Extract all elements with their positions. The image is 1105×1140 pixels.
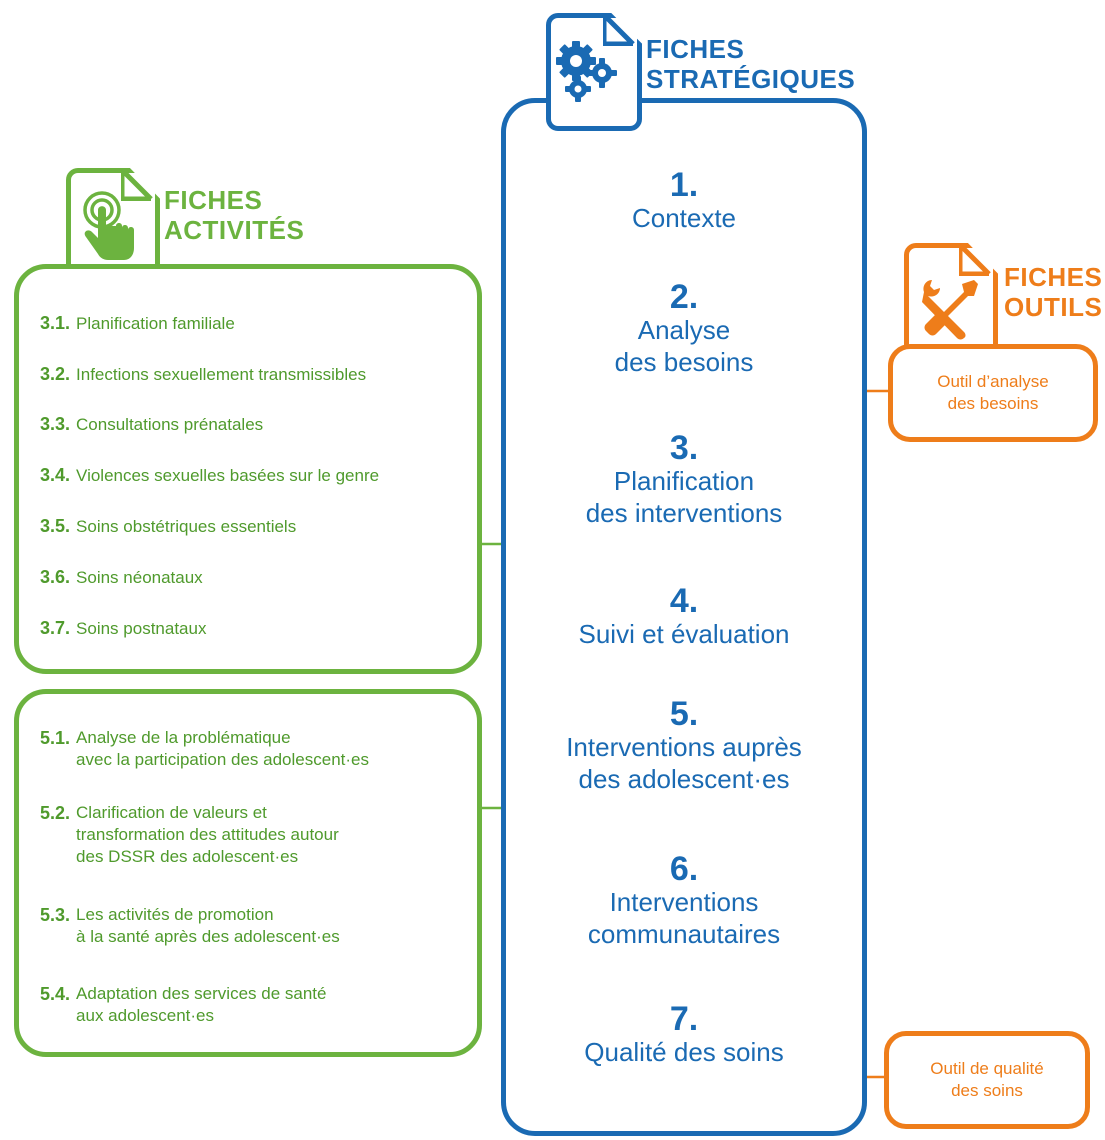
step-number: 6. xyxy=(669,850,699,888)
activity-label-line: Adaptation des services de santé xyxy=(76,984,327,1003)
activity-label: Soins néonataux xyxy=(76,568,203,587)
activity-label: Infections sexuellement transmissibles xyxy=(76,365,367,384)
strategic-step-7[interactable]: 7. Qualité des soins xyxy=(506,1002,862,1068)
activity-item-5-4[interactable]: 5.4. Adaptation des services de santé aux … xyxy=(40,983,326,1027)
activity-label: Clarification de valeurs et transformatio… xyxy=(76,802,339,868)
activity-item-3-3[interactable]: 3.3. Consultations prénatales xyxy=(40,413,263,436)
activity-number: 3.4. xyxy=(40,465,71,485)
strategic-step-5[interactable]: 5. Interventions auprès des adolescent·e… xyxy=(506,697,862,795)
step-number: 7. xyxy=(669,1000,699,1038)
tool-label-line: des besoins xyxy=(947,394,1039,413)
tools-title-line2: OUTILS xyxy=(1004,292,1103,322)
activity-label-line: Analyse de la problématique xyxy=(76,728,291,747)
activity-number: 5.4. xyxy=(40,984,71,1004)
step-label: Analyse des besoins xyxy=(506,314,862,378)
activity-item-3-7[interactable]: 3.7. Soins postnataux xyxy=(40,617,206,640)
activity-number: 3.1. xyxy=(40,313,71,333)
step-label-line: Qualité des soins xyxy=(584,1037,784,1067)
gears-icon xyxy=(556,41,617,102)
activity-label-line: Clarification de valeurs et xyxy=(76,803,267,822)
activity-number: 5.3. xyxy=(40,905,71,925)
activities-title: FICHES ACTIVITÉS xyxy=(164,185,304,245)
strategic-title-line1: FICHES xyxy=(646,34,745,64)
activity-item-3-6[interactable]: 3.6. Soins néonataux xyxy=(40,566,203,589)
activity-item-3-2[interactable]: 3.2. Infections sexuellement transmissibl… xyxy=(40,363,366,386)
tool-label-line: des soins xyxy=(951,1081,1023,1100)
activity-label-line: avec la participation des adolescent·es xyxy=(76,750,369,769)
activity-label-line: transformation des attitudes autour xyxy=(76,825,339,844)
activity-number: 3.3. xyxy=(40,414,71,434)
tool-label-line: Outil de qualité xyxy=(930,1059,1044,1078)
step-label: Suivi et évaluation xyxy=(506,618,862,650)
step-number: 1. xyxy=(669,166,699,204)
strategic-step-6[interactable]: 6. Interventions communautaires xyxy=(506,852,862,950)
step-label-line: Interventions auprès xyxy=(566,732,802,762)
wrench-screwdriver-icon xyxy=(922,280,978,340)
activity-item-5-3[interactable]: 5.3. Les activités de promotion à la santé… xyxy=(40,904,340,948)
step-label-line: Planification xyxy=(613,466,755,496)
activity-label: Adaptation des services de santé aux adol… xyxy=(76,983,326,1027)
activity-number: 3.2. xyxy=(40,364,71,384)
activity-label-line: Les activités de promotion xyxy=(76,905,274,924)
activity-number: 3.5. xyxy=(40,516,71,536)
step-label: Interventions communautaires xyxy=(506,886,862,950)
strategic-step-1[interactable]: 1. Contexte xyxy=(506,168,862,234)
step-label: Contexte xyxy=(506,202,862,234)
step-label-line: Analyse xyxy=(637,315,731,345)
step-number: 3. xyxy=(669,429,699,467)
step-label-line: Interventions xyxy=(609,887,759,917)
step-label-line: des interventions xyxy=(585,498,783,528)
step-label-line: Suivi et évaluation xyxy=(578,619,790,649)
activities-title-line2: ACTIVITÉS xyxy=(164,215,305,245)
activities-document-fold-icon xyxy=(121,169,153,201)
activity-number: 3.7. xyxy=(40,618,71,638)
step-label: Planification des interventions xyxy=(506,465,862,529)
activity-label-line: à la santé après des adolescent·es xyxy=(76,927,340,946)
activity-label: Les activités de promotion à la santé apr… xyxy=(76,904,340,948)
activity-number: 3.6. xyxy=(40,567,71,587)
step-number: 4. xyxy=(669,582,699,620)
activity-label: Analyse de la problématique avec la parti… xyxy=(76,727,369,771)
strategic-title: FICHES STRATÉGIQUES xyxy=(646,34,855,94)
step-label: Qualité des soins xyxy=(506,1036,862,1068)
strategic-step-4[interactable]: 4. Suivi et évaluation xyxy=(506,584,862,650)
strategic-step-2[interactable]: 2. Analyse des besoins xyxy=(506,280,862,378)
activity-label: Violences sexuelles basées sur le genre xyxy=(76,466,380,485)
step-number: 2. xyxy=(669,278,699,316)
tools-document-fold-icon xyxy=(959,244,991,276)
activity-number: 5.2. xyxy=(40,803,71,823)
activity-label: Soins obstétriques essentiels xyxy=(76,517,297,536)
step-label-line: des adolescent·es xyxy=(578,764,790,794)
strategic-document-fold-icon xyxy=(603,14,635,46)
step-label-line: des besoins xyxy=(614,347,754,377)
tool-label-line: Outil d’analyse xyxy=(937,372,1049,391)
activity-label: Consultations prénatales xyxy=(76,415,264,434)
strategic-step-3[interactable]: 3. Planification des interventions xyxy=(506,431,862,529)
step-label-line: communautaires xyxy=(587,919,781,949)
tool-needs-analysis-box[interactable]: Outil d’analyse des besoins xyxy=(888,344,1098,442)
step-label-line: Contexte xyxy=(631,203,737,233)
activity-item-3-4[interactable]: 3.4. Violences sexuelles basées sur le ge… xyxy=(40,464,379,487)
activities-title-line1: FICHES xyxy=(164,185,263,215)
activity-label-line: aux adolescent·es xyxy=(76,1006,215,1025)
tools-title-line1: FICHES xyxy=(1004,262,1103,292)
step-number: 5. xyxy=(669,695,699,733)
hand-pointer-icon xyxy=(83,191,134,260)
activity-item-3-5[interactable]: 3.5. Soins obstétriques essentiels xyxy=(40,515,296,538)
activities-group-3-box xyxy=(14,264,482,674)
activity-item-3-1[interactable]: 3.1. Planification familiale xyxy=(40,312,235,335)
tool-quality-care-box[interactable]: Outil de qualité des soins xyxy=(884,1031,1090,1129)
strategic-box xyxy=(501,98,867,1136)
activity-label: Soins postnataux xyxy=(76,619,207,638)
activities-group-5-box xyxy=(14,689,482,1057)
step-label: Interventions auprès des adolescent·es xyxy=(506,731,862,795)
activity-number: 5.1. xyxy=(40,728,71,748)
activity-label: Planification familiale xyxy=(76,314,235,333)
activity-label-line: des DSSR des adolescent·es xyxy=(76,847,299,866)
activity-item-5-1[interactable]: 5.1. Analyse de la problématique avec la p… xyxy=(40,727,369,771)
tools-title: FICHES OUTILS xyxy=(1004,262,1102,322)
activity-item-5-2[interactable]: 5.2. Clarification de valeurs et transform… xyxy=(40,802,339,868)
strategic-title-line2: STRATÉGIQUES xyxy=(646,64,856,94)
